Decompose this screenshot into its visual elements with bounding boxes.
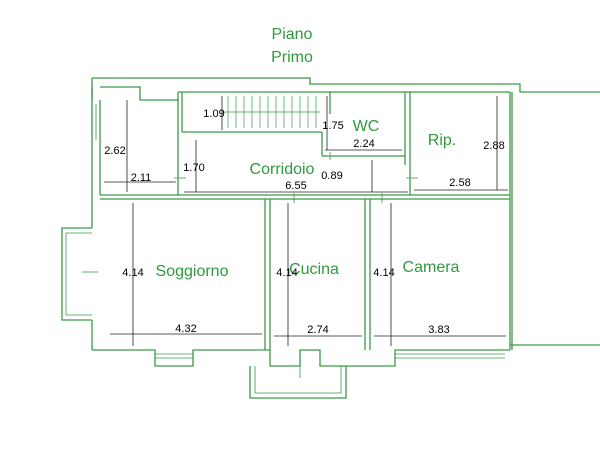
dim-label-entry-width: 2.11 bbox=[131, 172, 152, 184]
dim-label-soggiorno-height: 4.14 bbox=[122, 267, 143, 279]
dimension-labels: 1.09 1.75 2.24 2.88 2.62 1.70 0.89 2.11 … bbox=[104, 108, 504, 336]
dim-label-cucina-height: 4.14 bbox=[276, 267, 297, 279]
dim-label-wc-height: 1.75 bbox=[322, 120, 343, 132]
dim-label-cucina-width: 2.74 bbox=[307, 324, 328, 336]
room-label-wc: WC bbox=[353, 118, 380, 135]
exterior-walls bbox=[91, 77, 600, 367]
balcony-bottom bbox=[249, 354, 347, 399]
dim-label-wc-width: 2.24 bbox=[353, 138, 374, 150]
room-label-rip: Rip. bbox=[428, 132, 456, 149]
staircase bbox=[222, 96, 320, 128]
room-label-soggiorno: Soggiorno bbox=[156, 263, 229, 280]
room-label-corridoio: Corridoio bbox=[250, 161, 315, 178]
plan-title-line1: Piano bbox=[272, 26, 313, 43]
room-label-camera: Camera bbox=[403, 259, 460, 276]
dimension-lines bbox=[104, 96, 508, 346]
dim-label-soggiorno-width: 4.32 bbox=[175, 323, 196, 335]
interior-walls bbox=[99, 86, 513, 350]
balcony-left bbox=[61, 227, 98, 321]
room-labels: WC Rip. Corridoio Soggiorno Cucina Camer… bbox=[156, 118, 460, 280]
dim-label-rip-height: 2.88 bbox=[483, 140, 504, 152]
dim-label-corr-narrow-height: 0.89 bbox=[321, 170, 342, 182]
room-label-cucina: Cucina bbox=[289, 261, 339, 278]
dim-label-camera-height: 4.14 bbox=[373, 267, 394, 279]
dim-label-stair-depth: 1.09 bbox=[203, 108, 224, 120]
dim-label-entry-height: 2.62 bbox=[104, 145, 125, 157]
dim-label-camera-width: 3.83 bbox=[428, 324, 449, 336]
door-marks bbox=[174, 152, 418, 203]
dim-label-corr-left-height: 1.70 bbox=[183, 162, 204, 174]
plan-title-line2: Primo bbox=[271, 49, 313, 66]
dim-label-corr-length: 6.55 bbox=[285, 180, 306, 192]
dim-label-rip-width: 2.58 bbox=[449, 177, 470, 189]
